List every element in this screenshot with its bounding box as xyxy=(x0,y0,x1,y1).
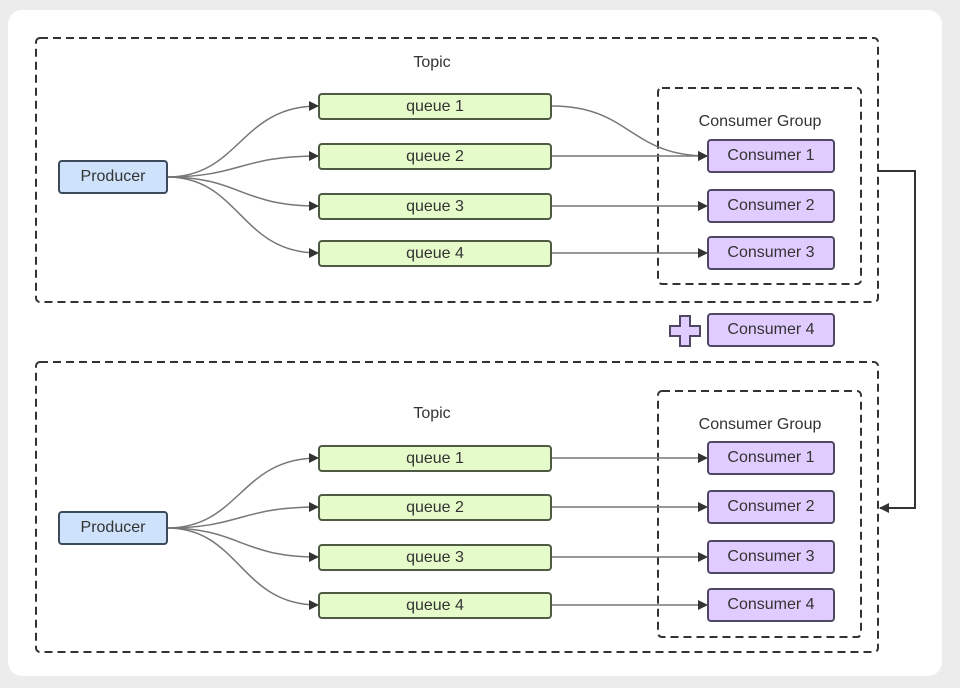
plus-icon xyxy=(669,315,701,347)
queue-node[interactable]: queue 4 xyxy=(318,592,552,619)
queue-node[interactable]: queue 3 xyxy=(318,193,552,220)
consumer-node[interactable]: Consumer 2 xyxy=(707,490,835,524)
consumer-node[interactable]: Consumer 3 xyxy=(707,540,835,574)
topic-frame-bottom xyxy=(35,361,879,653)
topic-label: Topic xyxy=(413,405,451,422)
consumer-group-frame-bottom xyxy=(657,390,862,638)
consumer-group-frame-top xyxy=(657,87,862,285)
queue-node[interactable]: queue 2 xyxy=(318,494,552,521)
producer-edges-bottom xyxy=(166,453,319,610)
queue-edges-bottom xyxy=(552,453,708,610)
consumer-node[interactable]: Consumer 1 xyxy=(707,441,835,475)
added-consumer-node[interactable]: Consumer 4 xyxy=(707,313,835,347)
producer-node[interactable]: Producer xyxy=(58,160,168,194)
scale-out-connector xyxy=(878,170,916,513)
consumer-node[interactable]: Consumer 2 xyxy=(707,189,835,223)
consumer-group-label: Consumer Group xyxy=(698,416,822,433)
consumer-node[interactable]: Consumer 4 xyxy=(707,588,835,622)
queue-edges-top xyxy=(551,105,708,258)
queue-node[interactable]: queue 1 xyxy=(318,93,552,120)
queue-node[interactable]: queue 1 xyxy=(318,445,552,472)
topic-label: Topic xyxy=(413,54,451,71)
queue-node[interactable]: queue 3 xyxy=(318,544,552,571)
consumer-node[interactable]: Consumer 1 xyxy=(707,139,835,173)
producer-node[interactable]: Producer xyxy=(58,511,168,545)
producer-edges-top xyxy=(166,101,319,258)
queue-node[interactable]: queue 2 xyxy=(318,143,552,170)
consumer-node[interactable]: Consumer 3 xyxy=(707,236,835,270)
consumer-group-label: Consumer Group xyxy=(698,113,822,130)
queue-node[interactable]: queue 4 xyxy=(318,240,552,267)
